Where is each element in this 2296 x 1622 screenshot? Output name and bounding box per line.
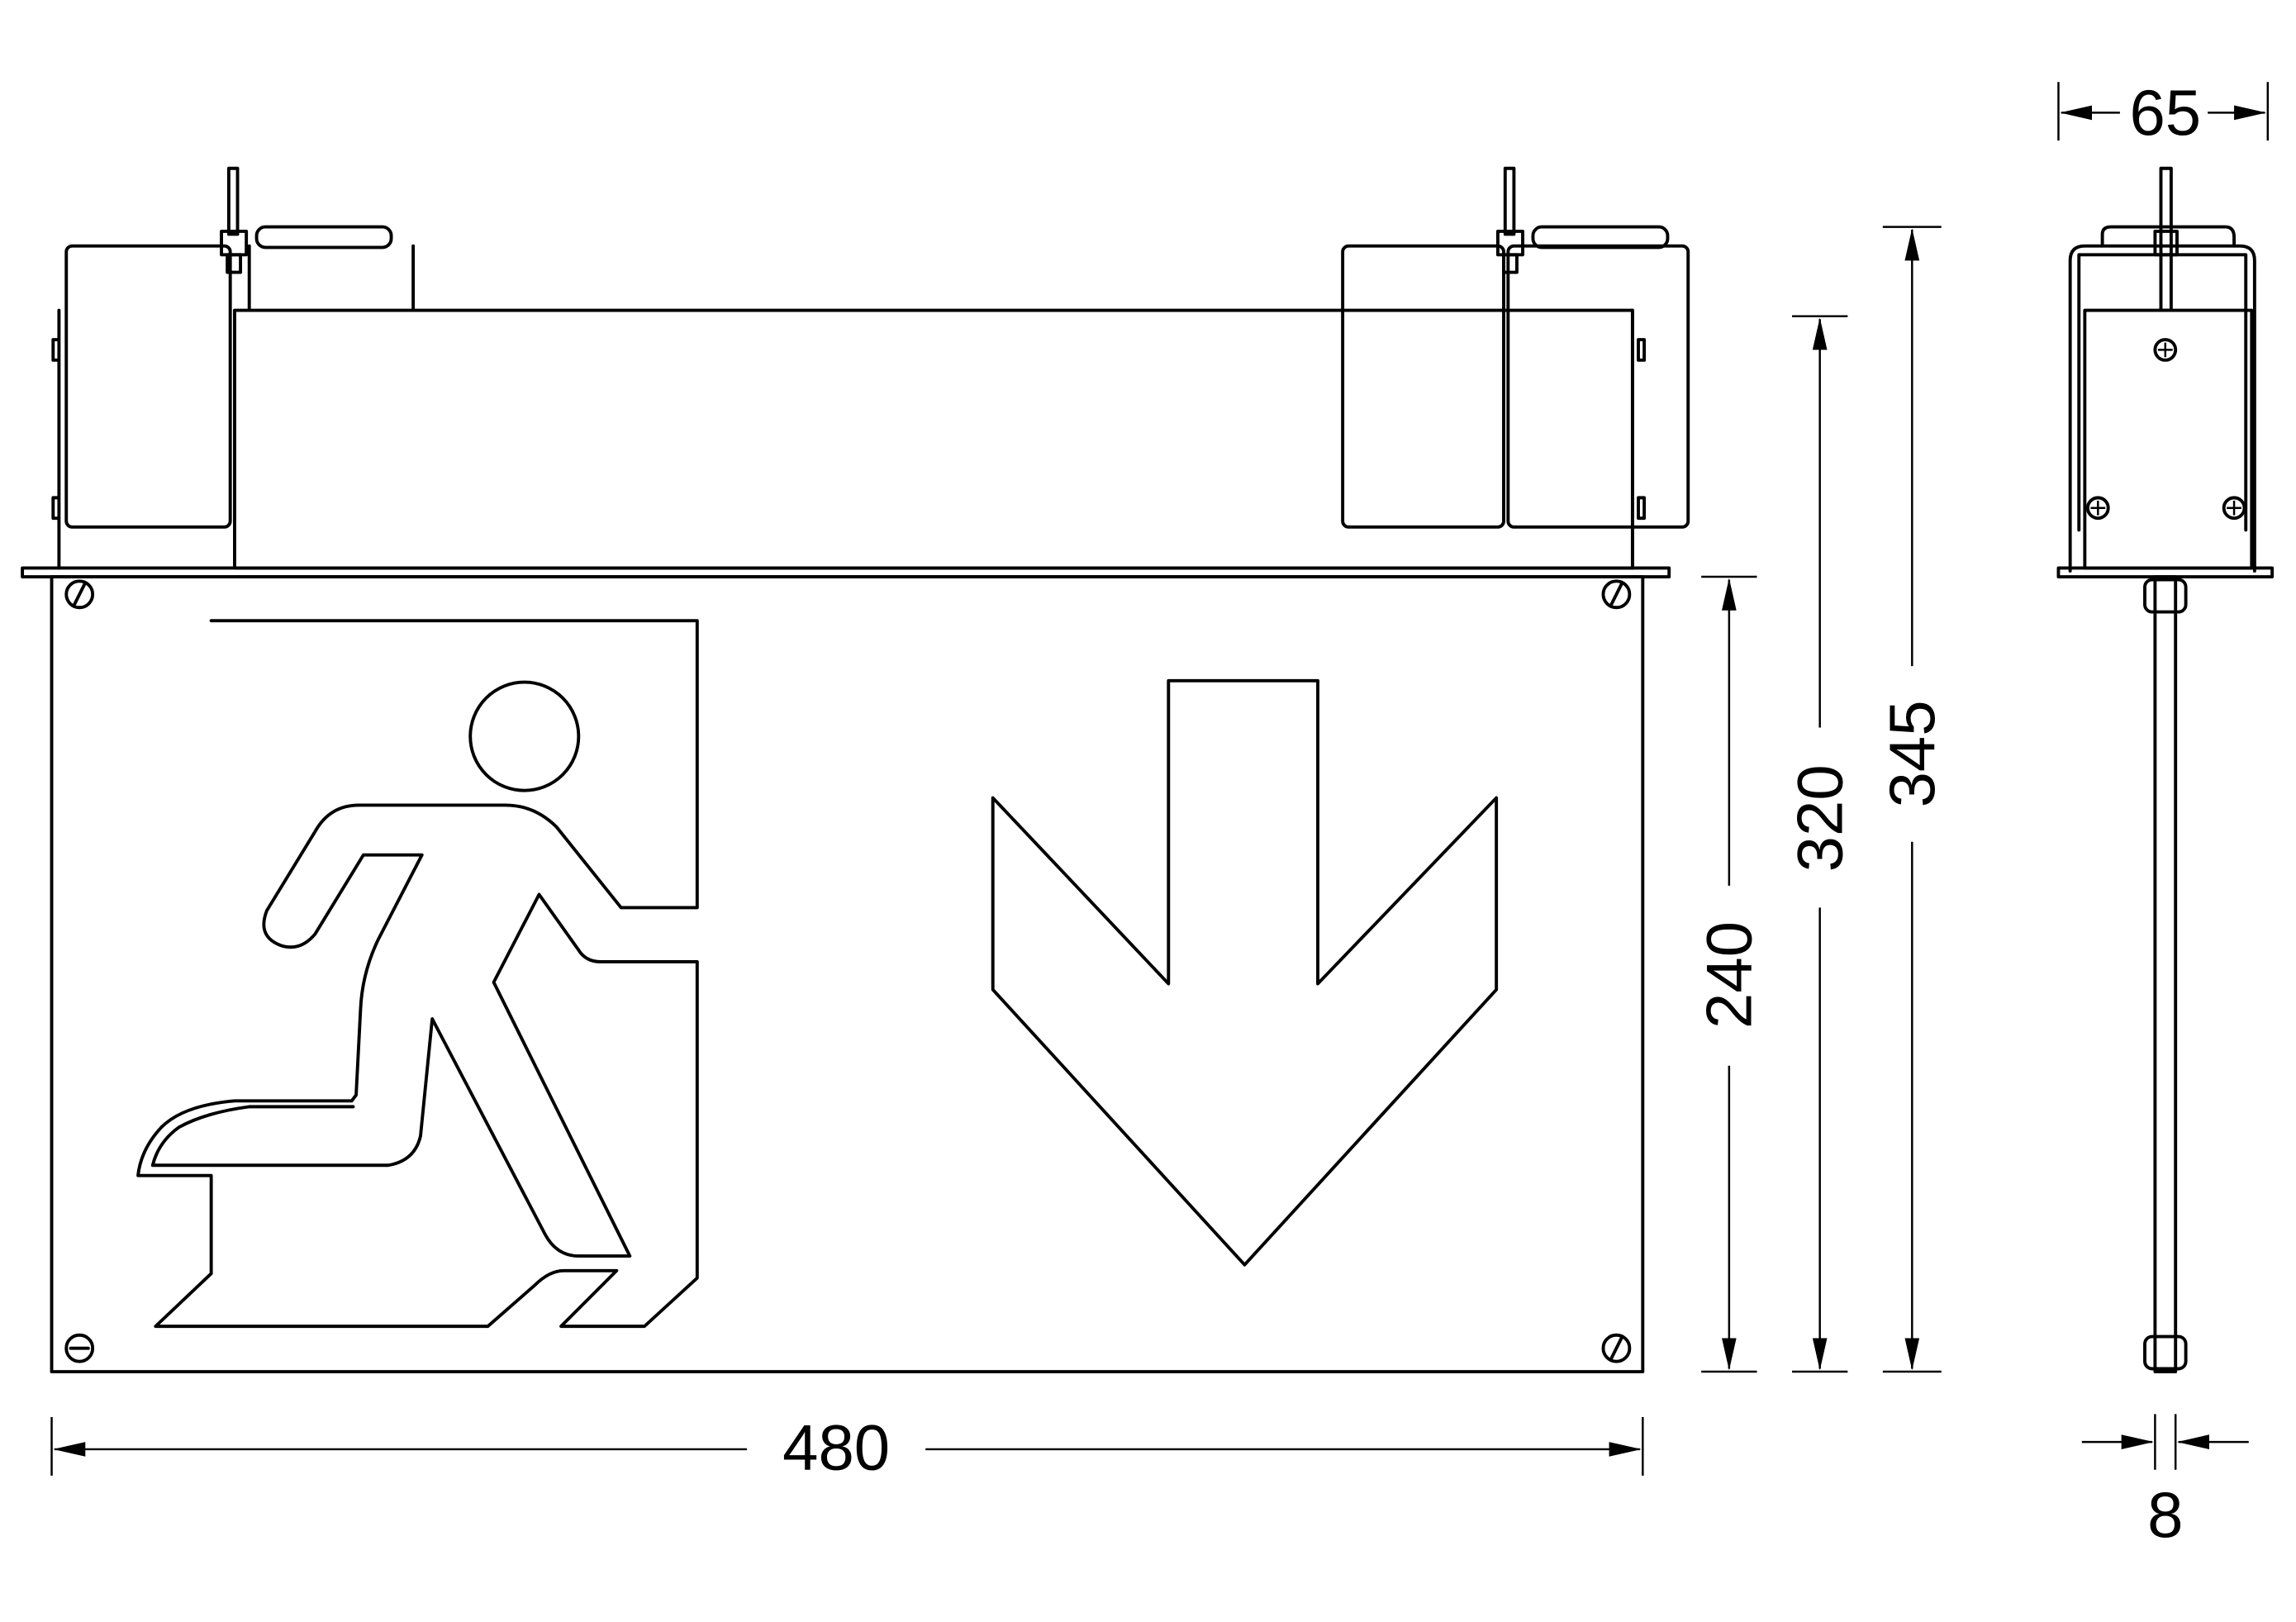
dimension-240: 240 xyxy=(1692,575,1765,1373)
side-panel xyxy=(2153,575,2178,1373)
side-view xyxy=(2056,166,2275,1373)
dimension-label-panel-height: 240 xyxy=(1692,921,1765,1029)
dimension-label-depth: 65 xyxy=(2129,76,2201,149)
left-mounting-bracket xyxy=(51,166,416,570)
dimension-label-overall-height: 345 xyxy=(1875,700,1948,807)
dimension-480: 480 xyxy=(50,1411,1644,1484)
dimension-8: 8 xyxy=(2081,1414,2249,1551)
dimension-label-height-320: 320 xyxy=(1783,764,1856,872)
housing-body xyxy=(233,308,1634,570)
front-view xyxy=(21,166,1690,1373)
dimension-345: 345 xyxy=(1875,226,1948,1373)
screw-icon xyxy=(64,579,1632,1363)
screw-icon xyxy=(2085,338,2246,521)
sign-panel xyxy=(50,575,1645,1373)
arrow-down-icon xyxy=(991,678,1499,1267)
right-mounting-bracket xyxy=(1341,166,1690,570)
dimension-label-width: 480 xyxy=(782,1411,890,1484)
head-icon xyxy=(468,680,581,792)
dimension-65: 65 xyxy=(2057,76,2270,149)
running-man-exit-pictogram xyxy=(136,619,699,1329)
dimension-320: 320 xyxy=(1783,315,1856,1373)
dimension-label-thickness: 8 xyxy=(2147,1478,2183,1551)
